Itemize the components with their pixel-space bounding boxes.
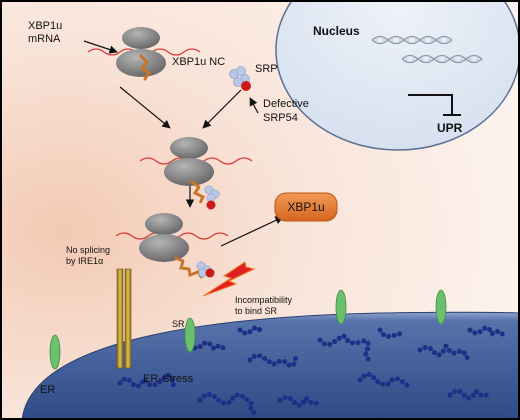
arrows	[83, 40, 284, 247]
srp-label: SRP	[255, 63, 278, 75]
xbp1u-mrna-label-line2: mRNA	[28, 33, 61, 45]
incompatibility-label-line1: Incompatibility	[235, 295, 293, 305]
er-membrane	[21, 311, 520, 420]
inhibition-icon	[408, 94, 461, 116]
xbp1u-product-label: XBP1u	[287, 200, 325, 214]
xbp1u-product-pill	[274, 192, 338, 222]
xbp1u-mrna-label-line1: XBP1u	[28, 20, 63, 32]
er-label: ER	[40, 384, 56, 396]
sr-receptor-icon	[49, 289, 447, 370]
ire1-icon	[116, 268, 132, 369]
misfolded-protein-icon	[117, 325, 507, 417]
lightning-icon	[202, 261, 256, 297]
ribosome-icon	[87, 27, 201, 81]
xbp1u-nc-label: XBP1u NC	[172, 56, 226, 68]
nucleus-label: Nucleus	[313, 24, 360, 38]
incompatibility-label-line2: to bind SR	[235, 306, 278, 316]
defective-label-line1: Defective	[263, 98, 309, 110]
ribosome-icon	[115, 213, 229, 280]
defective-label-line2: SRP54	[263, 112, 298, 124]
no-splicing-label-line1: No splicing	[66, 245, 111, 255]
er-stress-label: ER-Stress	[143, 373, 194, 385]
upr-label: UPR	[437, 121, 463, 135]
sr-label: SR	[172, 319, 185, 329]
dna-icon	[371, 35, 483, 64]
nucleus	[275, 0, 520, 151]
srp-icon	[229, 66, 251, 91]
ribosome-icon	[139, 137, 253, 210]
no-splicing-label-line2: by IRE1α	[66, 256, 104, 266]
